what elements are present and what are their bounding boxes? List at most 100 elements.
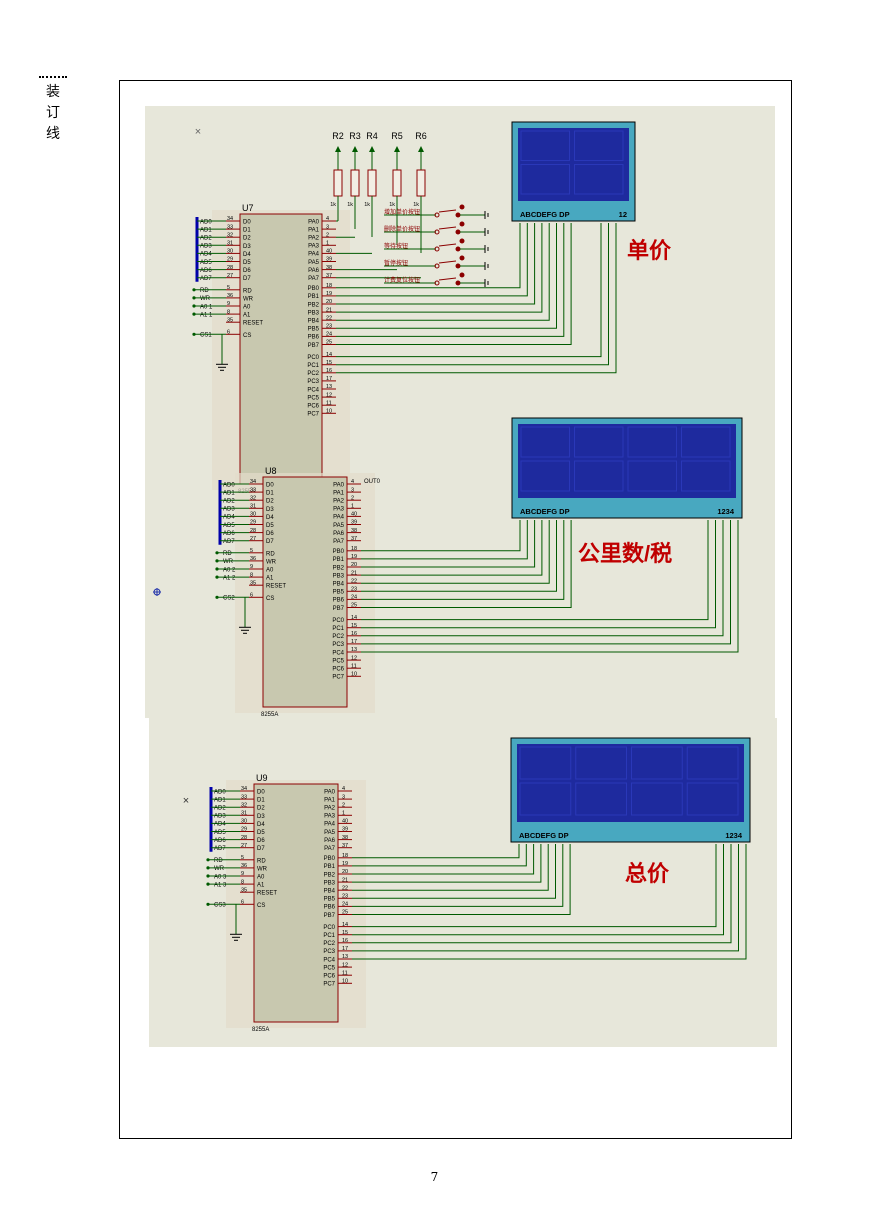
pin-name: D4 (266, 515, 274, 521)
pin-number: 5 (241, 855, 244, 861)
pin-name: RESET (266, 584, 286, 590)
pin-name: PC4 (332, 650, 344, 656)
switch-contact (459, 221, 465, 227)
net-label: AD4 (214, 822, 226, 828)
pin-number: 16 (326, 368, 332, 374)
pin-number: 29 (227, 257, 233, 263)
switch-contact (455, 246, 461, 252)
chip-ref: U8 (265, 466, 277, 476)
pin-name: D5 (243, 260, 251, 266)
resistor-value: 1k (364, 202, 370, 208)
pin-name: PA6 (333, 531, 345, 537)
pin-number: 23 (351, 587, 357, 593)
switch-contact (459, 238, 465, 244)
pin-name: D0 (266, 483, 274, 489)
pin-number: 34 (227, 216, 233, 222)
resistor-ref: R4 (366, 131, 378, 141)
junction-dot (206, 882, 210, 886)
pin-name: RESET (257, 891, 277, 897)
pin-number: 23 (342, 894, 348, 900)
resistor-body (416, 169, 426, 197)
pin-number: 14 (342, 922, 348, 928)
pin-name: PC4 (323, 957, 335, 963)
net-label: A0 2 (223, 567, 236, 573)
junction-dot (215, 551, 219, 555)
switch-lever (438, 277, 457, 281)
pin-name: PA4 (308, 252, 320, 258)
junction-dot (215, 567, 219, 571)
lcd-digit-cell (627, 426, 677, 458)
pin-number: 13 (342, 954, 348, 960)
pin-name: PA0 (324, 789, 336, 795)
pin-name: PC2 (332, 634, 344, 640)
pin-name: D1 (243, 228, 251, 234)
pin-name: RD (266, 551, 275, 557)
net-label: WR (223, 559, 234, 565)
pin-name: PA7 (308, 276, 320, 282)
pin-name: PB6 (308, 335, 320, 341)
segment-wire (361, 520, 521, 552)
net-label: AD5 (214, 830, 226, 836)
pin-number: 28 (250, 528, 256, 534)
pin-name: D0 (243, 220, 251, 226)
pin-name: PA3 (308, 244, 320, 250)
pin-number: 10 (326, 409, 332, 415)
pin-number: 4 (351, 479, 354, 485)
pin-number: 37 (351, 536, 357, 542)
segment-wire (352, 844, 520, 859)
net-label: A0 1 (200, 304, 213, 310)
pin-number: 28 (227, 265, 233, 271)
pin-number: 32 (250, 495, 256, 501)
pin-number: 15 (351, 623, 357, 629)
net-label: AD2 (223, 499, 235, 505)
net-label: WR (214, 866, 225, 872)
lcd-digit-cell (520, 460, 570, 492)
pin-name: PB7 (333, 606, 345, 612)
lcd-digit-cell (575, 746, 627, 780)
pin-number: 12 (351, 655, 357, 661)
digit-wire (352, 844, 747, 960)
binding-dotted-line (39, 76, 67, 78)
chip-body (239, 213, 323, 485)
pin-number: 40 (351, 512, 357, 518)
binding-char: 装 (46, 84, 60, 100)
net-label: AD7 (214, 846, 226, 852)
segment-wire (352, 844, 556, 899)
pin-number: 16 (342, 938, 348, 944)
net-label: AD2 (214, 806, 226, 812)
pin-name: D4 (257, 822, 265, 828)
net-label: CS3 (214, 903, 226, 909)
segment-wire (352, 844, 542, 883)
net-label: AD5 (200, 260, 212, 266)
junction-dot (206, 902, 210, 906)
digit-wire (352, 844, 732, 944)
switch-label: 等待按钮 (384, 242, 408, 250)
pin-name: PA5 (324, 830, 336, 836)
digit-wire (336, 223, 602, 358)
pin-number: 38 (326, 265, 332, 271)
net-label: AD6 (223, 531, 235, 537)
pin-number: 23 (326, 324, 332, 330)
lcd-digit-cell (574, 426, 624, 458)
pin-number: 11 (342, 970, 348, 976)
net-label: AD0 (214, 789, 226, 795)
digit-wire (336, 223, 609, 366)
pin-number: 33 (227, 224, 233, 230)
segment-wire (361, 520, 550, 584)
pin-name: WR (257, 866, 268, 872)
pin-number: 39 (351, 520, 357, 526)
pin-name: D5 (266, 523, 274, 529)
pin-name: A0 (257, 875, 265, 881)
resistor-value: 1k (330, 202, 336, 208)
pin-name: D1 (257, 798, 265, 804)
pin-name: PB3 (333, 573, 345, 579)
lcd-digit-cell (575, 782, 627, 816)
pin-number: 36 (227, 293, 233, 299)
pin-name: CS (257, 903, 265, 909)
pin-name: D6 (266, 531, 274, 537)
pin-name: D5 (257, 830, 265, 836)
pin-number: 20 (326, 299, 332, 305)
pin-name: PC5 (332, 658, 344, 664)
pin-number: 15 (326, 360, 332, 366)
pin-number: 19 (351, 554, 357, 560)
